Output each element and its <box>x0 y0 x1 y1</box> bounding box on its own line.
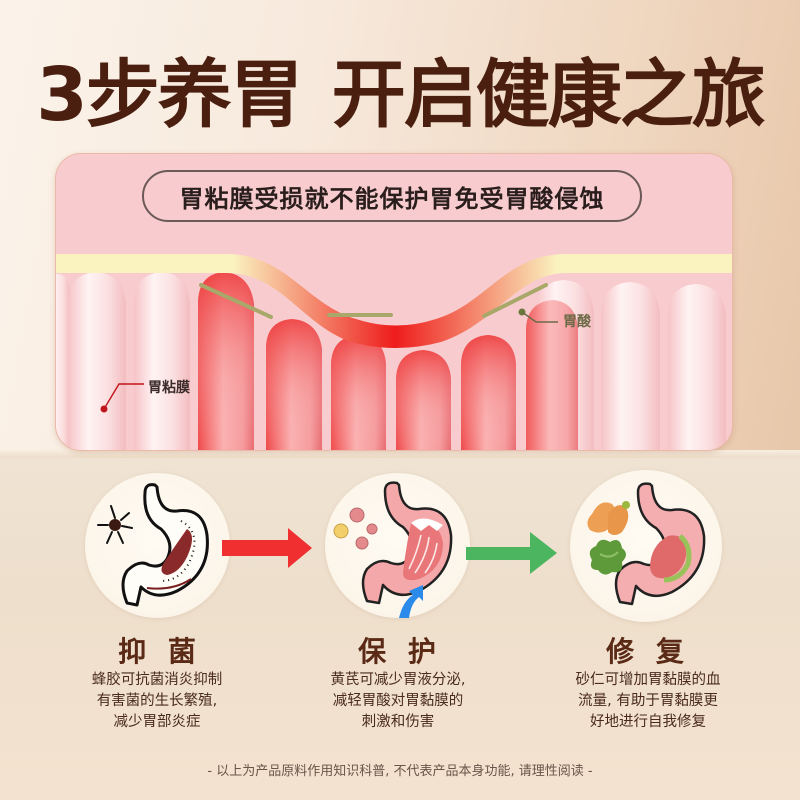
step-1-icon-circle <box>85 473 230 618</box>
step-2-line-3: 刺激和伤害 <box>361 714 435 730</box>
stomach-bacteria-icon <box>97 483 209 607</box>
shelf-divider <box>0 450 800 458</box>
page-headline: 3步养胃开启健康之旅 <box>0 58 800 132</box>
diagram-caption: 胃粘膜受损就不能保护胃免受胃酸侵蚀 <box>142 170 642 222</box>
stomach-repair-icon <box>587 482 706 606</box>
step-3-description: 砂仁可增加胃黏膜的血 流量, 有助于胃黏膜更 好地进行自我修复 <box>528 670 768 733</box>
damaged-villi <box>198 272 578 450</box>
mucosa-illustration <box>56 254 732 450</box>
step-1-line-2: 有害菌的生长繁殖, <box>96 693 218 709</box>
step-2-icon-circle <box>325 473 470 618</box>
step-2-description: 黄芪可减少胃液分泌, 减轻胃酸对胃黏膜的 刺激和伤害 <box>278 670 518 733</box>
step-3-title: 修 复 <box>606 635 690 668</box>
headline-part-1: 3步养胃 <box>36 52 303 138</box>
step-2-line-1: 黄芪可减少胃液分泌, <box>330 672 466 688</box>
headline-part-2: 开启健康之旅 <box>331 52 766 138</box>
step-3-line-2: 流量, 有助于胃黏膜更 <box>578 693 718 709</box>
step-1-description: 蜂胶可抗菌消炎抑制 有害菌的生长繁殖, 减少胃部炎症 <box>37 670 277 733</box>
step-3-line-3: 好地进行自我修复 <box>590 714 706 730</box>
step-1-title: 抑 菌 <box>118 635 202 668</box>
step-3-line-1: 砂仁可增加胃黏膜的血 <box>575 672 721 688</box>
step-1-line-1: 蜂胶可抗菌消炎抑制 <box>91 672 223 688</box>
stomach-protect-icon <box>333 481 453 618</box>
acid-label: 胃酸 <box>563 314 591 330</box>
mucosa-callout-line <box>100 383 144 413</box>
acid-streaks <box>199 283 548 319</box>
step-2-title: 保 护 <box>358 635 442 668</box>
mucus-layer-band <box>56 254 732 348</box>
step-3-icon-circle <box>570 470 722 622</box>
mucosa-label: 胃粘膜 <box>148 380 190 396</box>
healthy-villi <box>56 272 726 450</box>
disclaimer-text: - 以上为产品原料作用知识科普, 不代表产品本身功能, 请理性阅读 - <box>207 764 593 779</box>
step-1-line-3: 减少胃部炎症 <box>113 714 201 730</box>
step-2-line-2: 减轻胃酸对胃黏膜的 <box>332 693 464 709</box>
arrow-right-icon <box>222 528 312 568</box>
acid-callout-line <box>518 308 558 323</box>
arrow-right-icon <box>466 532 557 574</box>
